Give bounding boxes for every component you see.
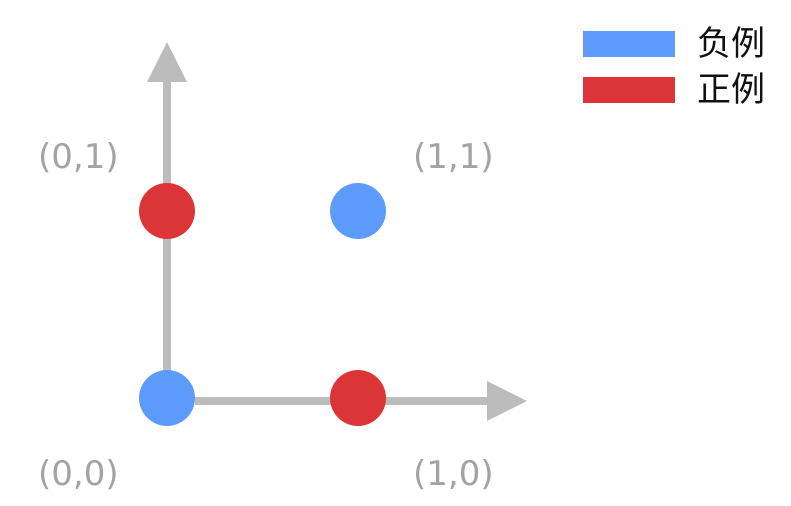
label-0-1: (0,1) bbox=[38, 137, 119, 177]
legend: 负例 正例 bbox=[583, 24, 765, 116]
legend-label-negative: 负例 bbox=[697, 24, 765, 64]
label-1-1: (1,1) bbox=[413, 137, 494, 177]
point-1-0 bbox=[330, 370, 386, 426]
legend-item-positive: 正例 bbox=[583, 70, 765, 110]
label-0-0: (0,0) bbox=[38, 454, 119, 494]
point-0-0 bbox=[139, 370, 195, 426]
legend-item-negative: 负例 bbox=[583, 24, 765, 64]
point-0-1 bbox=[139, 183, 195, 239]
point-1-1 bbox=[330, 183, 386, 239]
legend-swatch-negative bbox=[583, 31, 675, 57]
legend-swatch-positive bbox=[583, 77, 675, 103]
label-1-0: (1,0) bbox=[413, 454, 494, 494]
legend-label-positive: 正例 bbox=[697, 70, 765, 110]
